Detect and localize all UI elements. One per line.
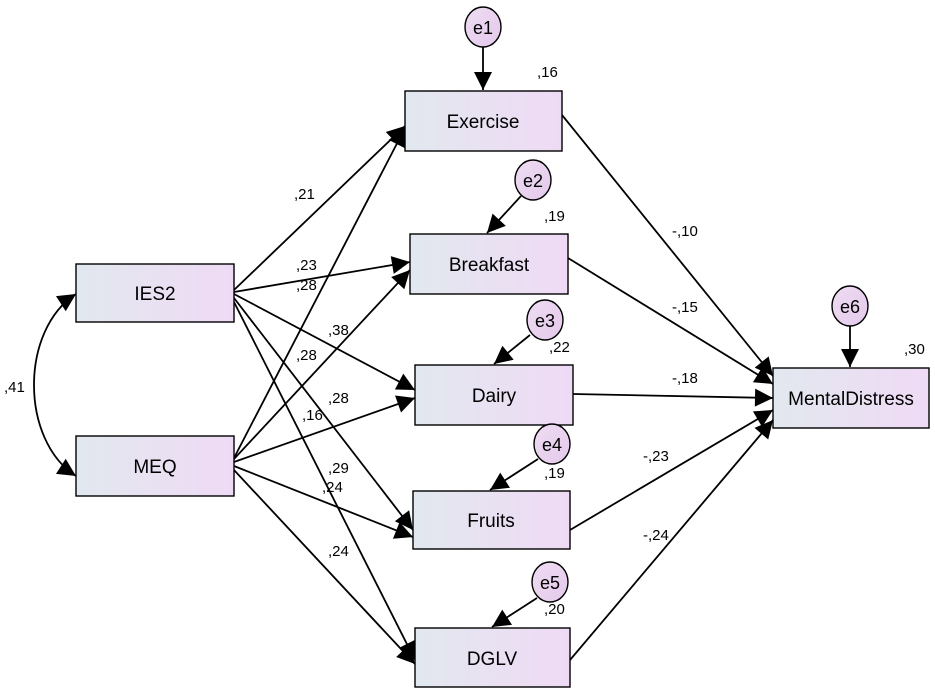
coef-ies2-fruits: ,16	[302, 407, 323, 424]
coef-fruits-mental: -,23	[643, 448, 669, 465]
error-e3	[526, 299, 564, 341]
error-e1	[464, 6, 502, 48]
path-e2-breakfast	[486, 195, 522, 234]
r2-dairy: ,22	[549, 339, 570, 356]
label-dglv: DGLV	[467, 649, 518, 670]
path-e5-dglv	[491, 597, 538, 628]
r2-mentaldistress: ,30	[904, 341, 925, 358]
box-fruits	[412, 490, 571, 550]
path-breakfast-mental	[567, 257, 774, 385]
error-e3-label: e3	[535, 311, 555, 331]
coef-meq-breakfast: ,28	[296, 347, 317, 364]
path-meq-dairy	[233, 395, 416, 463]
label-mentaldistress: MentalDistress	[788, 389, 914, 410]
box-ies2	[75, 263, 235, 323]
coef-exercise-mental: -,10	[672, 223, 698, 240]
coef-meq-dglv: ,24	[328, 543, 349, 560]
error-e6-label: e6	[840, 297, 860, 317]
r2-dglv: ,20	[544, 601, 565, 618]
coef-ies2-dairy: ,38	[328, 322, 349, 339]
label-fruits: Fruits	[467, 511, 515, 532]
error-e4	[533, 423, 571, 465]
path-e3-dairy	[493, 334, 531, 365]
error-e2-label: e2	[523, 171, 543, 191]
coef-meq-dairy: ,28	[328, 390, 349, 407]
path-ies2-dairy	[233, 293, 416, 391]
path-ies2-dglv	[233, 301, 416, 661]
error-e1-label: e1	[473, 18, 493, 38]
path-e4-fruits	[489, 458, 539, 491]
coef-ies2-dglv: ,29	[328, 460, 349, 477]
path-dglv-mental	[569, 419, 774, 661]
path-dairy-mental	[572, 388, 774, 407]
error-e4-label: e4	[542, 435, 562, 455]
coef-dglv-mental: -,24	[643, 527, 669, 544]
coef-ies2-meq: ,41	[4, 379, 25, 396]
correlation-ies2-meq	[33, 293, 77, 477]
path-meq-breakfast	[233, 269, 411, 460]
coef-meq-exercise: ,28	[296, 277, 317, 294]
box-breakfast	[409, 233, 569, 295]
path-exercise-mental	[561, 114, 774, 377]
box-dairy	[414, 364, 574, 426]
path-ies2-exercise	[233, 125, 406, 291]
path-meq-dglv	[233, 469, 416, 665]
r2-breakfast: ,19	[544, 208, 565, 225]
error-e6	[831, 285, 869, 327]
coef-breakfast-mental: -,15	[672, 299, 698, 316]
label-ies2: IES2	[134, 284, 175, 305]
coef-dairy-mental: -,18	[672, 370, 698, 387]
coef-ies2-breakfast: ,23	[296, 257, 317, 274]
path-meq-exercise	[233, 127, 406, 459]
path-ies2-breakfast	[233, 256, 411, 293]
box-meq	[75, 435, 235, 497]
label-breakfast: Breakfast	[449, 255, 530, 276]
error-e2	[514, 159, 552, 201]
box-dglv	[414, 627, 571, 688]
r2-fruits: ,19	[544, 465, 565, 482]
label-meq: MEQ	[133, 457, 176, 478]
path-ies2-fruits	[233, 297, 414, 531]
label-exercise: Exercise	[447, 112, 520, 133]
path-meq-fruits	[233, 465, 414, 539]
label-dairy: Dairy	[472, 386, 517, 407]
box-mentaldistress	[772, 367, 930, 429]
path-fruits-mental	[569, 409, 774, 531]
coef-meq-fruits: ,24	[322, 479, 343, 496]
r2-exercise: ,16	[537, 64, 558, 81]
error-e5	[531, 561, 569, 603]
coef-ies2-exercise: ,21	[294, 186, 315, 203]
error-e5-label: e5	[540, 573, 560, 593]
box-exercise	[404, 90, 563, 152]
